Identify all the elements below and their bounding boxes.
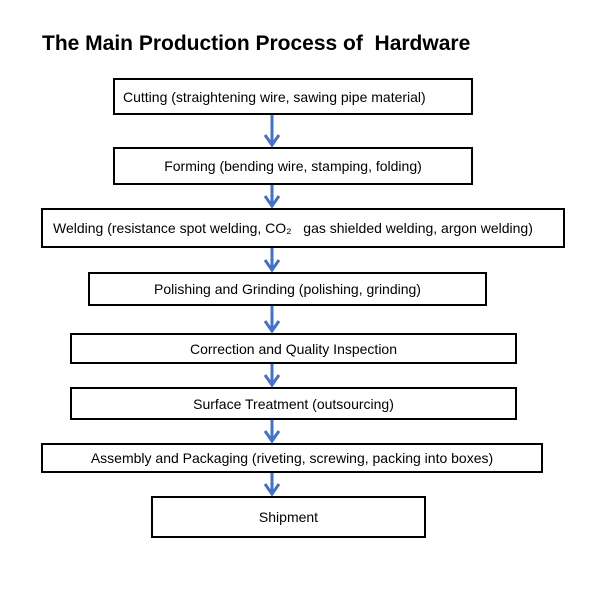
step-label: Forming (bending wire, stamping, folding… — [164, 158, 422, 174]
flow-arrow-2 — [263, 185, 281, 209]
flow-arrow-3 — [263, 248, 281, 273]
step-label: Polishing and Grinding (polishing, grind… — [154, 281, 421, 297]
arrow-head — [263, 259, 281, 273]
arrow-head — [263, 134, 281, 148]
step-assembly: Assembly and Packaging (riveting, screwi… — [41, 443, 543, 473]
arrow-head — [263, 430, 281, 444]
flow-arrow-5 — [263, 364, 281, 388]
step-label: Assembly and Packaging (riveting, screwi… — [90, 450, 494, 466]
step-cutting: Cutting (straightening wire, sawing pipe… — [113, 78, 473, 115]
flow-arrow-7 — [263, 473, 281, 497]
flow-arrow-1 — [263, 115, 281, 148]
arrow-head — [263, 483, 281, 497]
diagram-title: The Main Production Process of Hardware — [42, 32, 471, 55]
step-welding: Welding (resistance spot welding, CO₂ ga… — [41, 208, 565, 248]
arrow-head — [263, 374, 281, 388]
step-label: Correction and Quality Inspection — [190, 340, 397, 357]
step-shipment: Shipment — [151, 496, 426, 538]
step-label: Welding (resistance spot welding, CO₂ ga… — [53, 220, 533, 236]
arrow-head — [263, 320, 281, 334]
step-label: Cutting (straightening wire, sawing pipe… — [123, 88, 426, 105]
step-label: Surface Treatment (outsourcing) — [193, 395, 394, 412]
step-inspection: Correction and Quality Inspection — [70, 333, 517, 364]
arrow-head — [263, 195, 281, 209]
step-polishing: Polishing and Grinding (polishing, grind… — [88, 272, 487, 306]
step-label: Shipment — [258, 509, 319, 525]
step-forming: Forming (bending wire, stamping, folding… — [113, 147, 473, 185]
flow-arrow-6 — [263, 420, 281, 444]
step-surface-treatment: Surface Treatment (outsourcing) — [70, 387, 517, 420]
flow-arrow-4 — [263, 306, 281, 334]
